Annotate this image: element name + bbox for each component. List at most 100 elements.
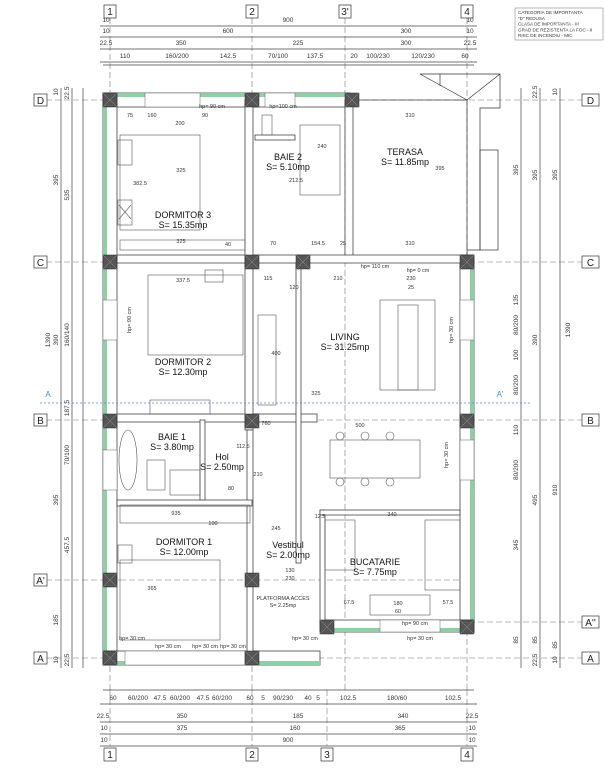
interior-dimension: 160 [147, 113, 156, 119]
grid-label-right: C [587, 258, 594, 269]
interior-dimension: 310 [405, 113, 414, 119]
interior-dimension: 100 [208, 521, 217, 527]
window [264, 92, 296, 108]
dimension-label: 160/200 [165, 53, 189, 60]
grid-marker [33, 93, 48, 107]
dimension-label: 390 [532, 334, 539, 345]
room-area: S= 12.00mp [160, 547, 209, 557]
dimension-label: 345 [513, 539, 520, 550]
interior-dimension: 382.5 [133, 181, 147, 187]
grid-marker [338, 4, 352, 19]
dimension-label: 457.5 [64, 536, 71, 553]
grid-label-left: A [37, 654, 44, 665]
legend-line: GRAD DE REZISTENTA LA FOC - II [518, 27, 592, 32]
dimension-label: 22.5 [532, 653, 539, 666]
dimension-label: 60 [461, 53, 469, 60]
window [459, 299, 475, 341]
dimension-label: 160 [290, 725, 301, 732]
window [102, 449, 118, 491]
dimension-label: 40 [304, 695, 312, 702]
dimension-label: 340 [398, 713, 409, 720]
terrace-outline [349, 73, 501, 259]
interior-dimension: 230 [406, 276, 415, 282]
room-name: DORMITOR 2 [155, 357, 211, 367]
room-dormitor-1: DORMITOR 1S= 12.00mp [156, 537, 212, 557]
dimension-label: 10 [468, 725, 476, 732]
window [459, 439, 475, 481]
dimension-label: 187.5 [64, 399, 71, 416]
room-name: BAIE 1 [158, 432, 186, 442]
grid-marker [460, 747, 474, 762]
grid-label-bottom: 1 [107, 750, 113, 761]
dimension-label: 300 [401, 40, 412, 47]
grid-marker [581, 93, 600, 107]
interior-dimension: 115 [264, 276, 273, 282]
room-name: BUCATARIE [350, 557, 400, 567]
dimension-label: 375 [177, 725, 188, 732]
dimension-label: 10 [466, 28, 474, 35]
window-height: hp= 90 cm [402, 621, 428, 627]
interior-dimension: 230 [285, 576, 294, 582]
dimension-label: 395 [513, 164, 520, 175]
window-height: hp= 30 cm [407, 636, 433, 642]
interior-dimension: 80 [228, 486, 234, 492]
dimension-label: 900 [283, 17, 294, 24]
dimension-label: 102.5 [340, 695, 357, 702]
interior-dimension: 154.5 [311, 241, 325, 247]
grid-marker [33, 573, 48, 587]
dimension-label: 102.5 [445, 695, 462, 702]
interior-dimension: 760 [261, 421, 270, 427]
dimension-label: 47.5 [197, 695, 210, 702]
room-area: S= 31.25mp [321, 342, 370, 352]
dimension-label: 60 [246, 695, 254, 702]
interior-dimension: 395 [435, 166, 444, 172]
dimension-label: 80/200 [513, 375, 520, 395]
dimension-label: 110 [513, 424, 520, 435]
window-height: hp=100 cm [269, 104, 297, 110]
grid-marker [320, 747, 334, 762]
interior-dimension: 75 [127, 113, 133, 119]
interior-dimension: 67.5 [344, 600, 355, 606]
dimension-label: 900 [283, 737, 294, 744]
dimension-label: 22.5 [466, 713, 479, 720]
grid-marker [245, 747, 259, 762]
room-name: BAIE 2 [274, 152, 302, 162]
grid-marker [245, 4, 259, 19]
section-label: A [45, 390, 51, 399]
grid-label-bottom: 2 [249, 750, 255, 761]
grid-marker [33, 651, 48, 665]
interior-dimension: 120 [289, 285, 298, 291]
grid-label-bottom: 3 [324, 750, 330, 761]
grid-label-left: B [37, 416, 44, 427]
window-height: hp= 90 cm [199, 104, 225, 110]
dimension-label: 135 [513, 294, 520, 305]
dimension-label: 10 [100, 725, 108, 732]
legend-box [514, 7, 604, 41]
interior-dimension: 325 [311, 391, 320, 397]
dimension-label: 22.5 [464, 40, 477, 47]
dimension-label: 300 [401, 28, 412, 35]
grid-label-right: B [587, 416, 594, 427]
dimension-label: 350 [177, 713, 188, 720]
dimension-label: 110 [120, 53, 131, 60]
legend-line: CLASA DE IMPORTANTA - III [518, 22, 579, 27]
dimension-label: 185 [293, 713, 304, 720]
interior-dimension: 57.5 [443, 600, 454, 606]
dimension-label: 910 [552, 484, 559, 495]
dimension-label: 5 [261, 695, 265, 702]
dimension-label: 10 [102, 17, 110, 24]
interior-dimension: 130 [285, 568, 294, 574]
interior-dimension: 112.5 [236, 444, 249, 450]
dimension-label: 1390 [565, 322, 572, 337]
window-height: hp= 30 cm [119, 636, 145, 642]
window [379, 619, 441, 633]
interior-dimension: 25 [408, 285, 414, 291]
dimension-label: 495 [532, 494, 539, 505]
interior-dimension: 400 [271, 351, 280, 357]
dimension-label: 390 [53, 334, 60, 345]
section-label: A' [497, 390, 504, 399]
room-area: S= 15.35mp [159, 220, 208, 230]
